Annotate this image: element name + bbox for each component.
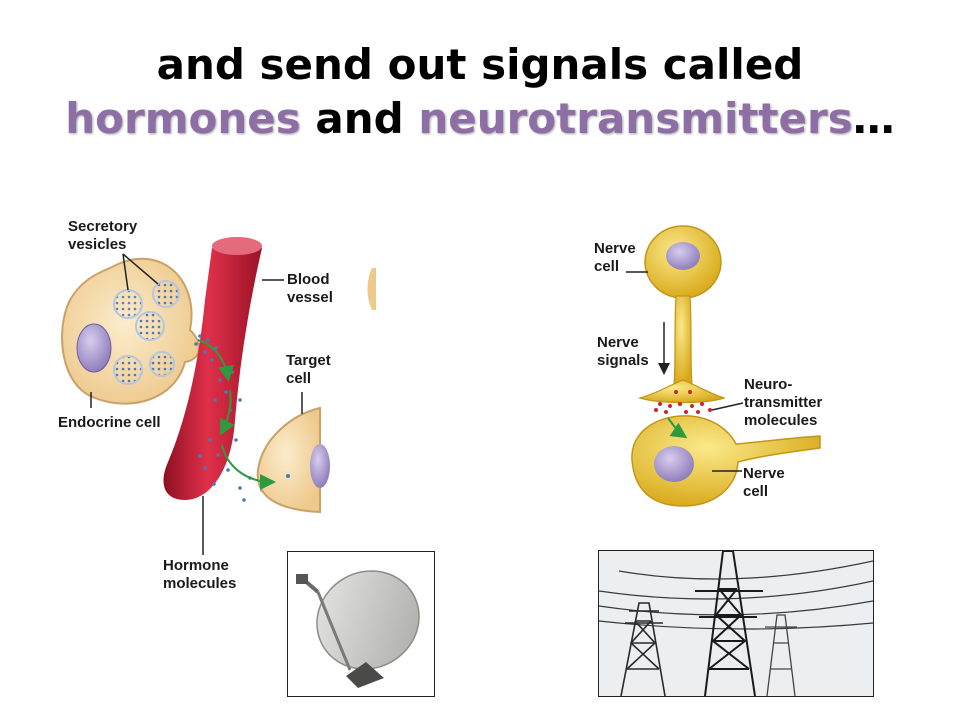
nerve-cell-bottom-label: Nerve cell	[743, 465, 785, 500]
endocrine-cell-label: Endocrine cell	[58, 414, 161, 431]
ellipsis: …	[852, 94, 895, 143]
power-towers-image	[598, 550, 874, 697]
tower-right	[765, 614, 797, 696]
title-line-2: hormones and neurotransmitters…	[0, 92, 960, 146]
hormones-word: hormones	[65, 94, 301, 143]
nerve-diagram	[626, 225, 821, 507]
neurotransmitters-word: neurotransmitters	[418, 94, 853, 143]
axon	[673, 295, 693, 385]
satellite-dish-icon	[296, 570, 420, 688]
nerve-cell-top-label: Nerve cell	[594, 240, 636, 275]
target-cell-label: Target cell	[286, 352, 331, 387]
secretory-vesicles	[113, 280, 180, 385]
title-line-1: and send out signals called	[156, 40, 804, 89]
power-tower-icon	[599, 551, 873, 696]
secretory-vesicles-label: Secretory vesicles	[68, 218, 138, 253]
slide-title: and send out signals called hormones and…	[0, 38, 960, 146]
nerve-signals-label: Nerve signals	[597, 334, 649, 369]
satellite-dish-image	[287, 551, 435, 697]
target-nucleus	[310, 444, 330, 488]
endocrine-nucleus	[76, 323, 112, 373]
and-word: and	[300, 94, 419, 143]
blood-vessel-label: Blood vessel	[287, 271, 333, 306]
axon-terminal	[637, 379, 726, 404]
neurotransmitter-label: Neuro- transmitter molecules	[744, 376, 823, 429]
nerve-cell-bottom	[631, 415, 821, 507]
neurotransmitter-molecules	[654, 390, 712, 414]
tower-left	[620, 602, 666, 696]
tower-main	[695, 551, 763, 696]
blood-vessel	[163, 239, 262, 500]
hormone-molecules-label: Hormone molecules	[163, 557, 237, 592]
